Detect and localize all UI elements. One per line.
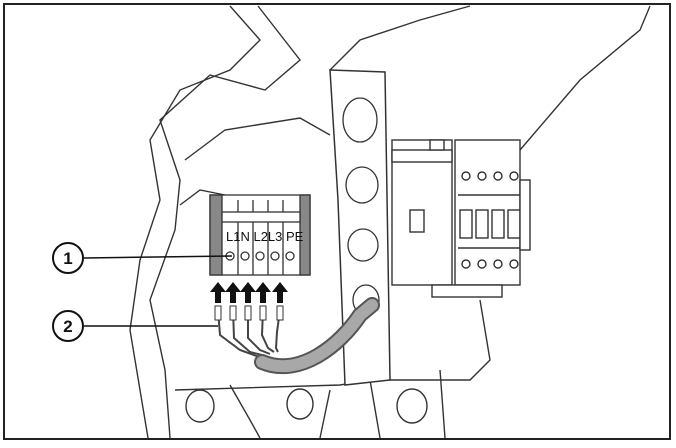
arrow-up-icon <box>255 282 271 303</box>
callout-1-circle <box>52 242 84 274</box>
figure-frame <box>3 3 671 440</box>
callout-1-number: 1 <box>63 249 72 268</box>
insertion-arrows <box>210 282 288 303</box>
pe-label: PE <box>286 229 304 244</box>
arrow-up-icon <box>210 282 226 303</box>
callout-2: 2 <box>52 310 218 342</box>
cable-sheath <box>256 299 378 373</box>
terminal-block <box>209 194 311 276</box>
cable-conductors <box>214 305 284 359</box>
arrow-up-icon <box>225 282 241 303</box>
arrow-up-icon <box>272 282 288 303</box>
arrow-up-icon <box>240 282 256 303</box>
callout-2-number: 2 <box>63 317 72 336</box>
callout-1: 1 <box>52 242 233 274</box>
contactor <box>391 139 531 298</box>
callout-1-leader <box>83 255 233 259</box>
housing-outline <box>129 5 651 439</box>
callout-2-circle <box>52 310 84 342</box>
terminal-label: L1N L2L3 <box>226 229 282 244</box>
mounting-holes <box>185 388 428 424</box>
